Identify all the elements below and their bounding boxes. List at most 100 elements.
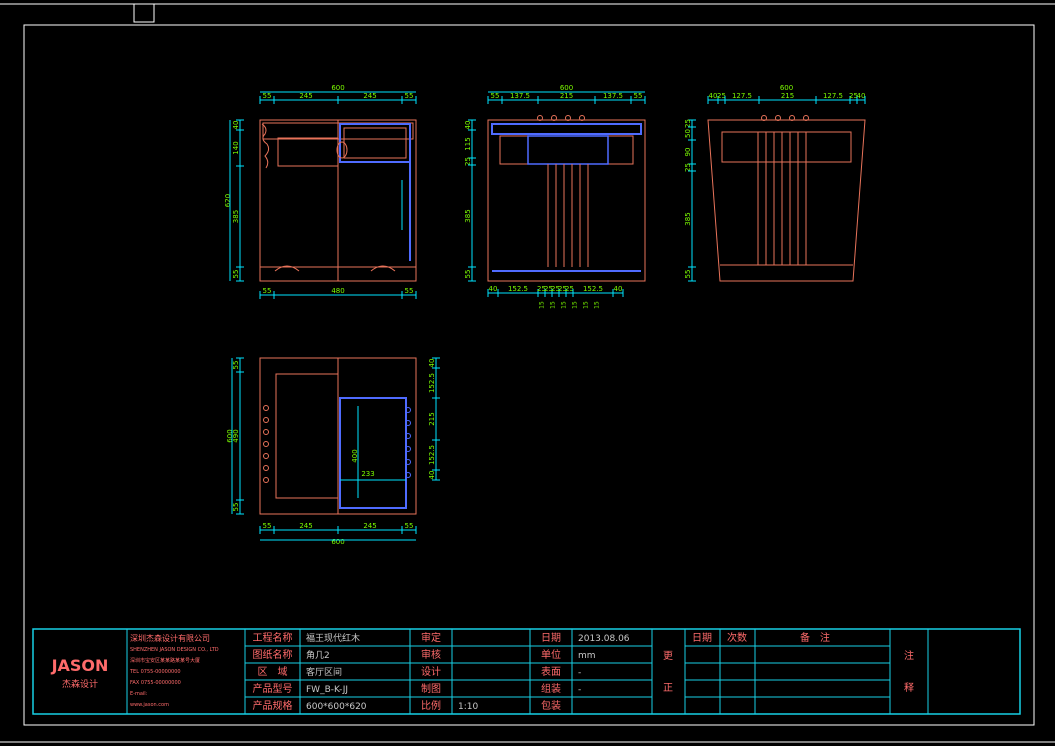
front-top-dim-value: 55 [263,92,272,100]
logo-subtitle: 杰森设计 [62,678,98,690]
plan-left-dim-value: 490 [232,429,240,442]
plan-left-half [275,373,339,499]
front-carved-panel [277,137,339,167]
side-bottom-dim-value: 25 [558,285,567,293]
back-top-dim-value: 127.5 [823,92,843,100]
titleblock-border [32,628,1021,715]
side-top-dim-value: 137.5 [603,92,623,100]
front-drawer-section [339,123,411,163]
side-bottom-dim-value: 25 [537,285,546,293]
tb-col2-label: 审核 [421,648,441,661]
company-info: www.jason.com [130,702,169,708]
tb-col1-value: 600*600*620 [306,702,367,712]
plan-inner-frame [339,397,407,509]
tb-col3-label: 组装 [541,682,561,695]
plan-hole-left [263,429,269,435]
side-top-dim-value: 215 [560,92,573,100]
side-bottom-dim-value: 152.5 [583,285,603,293]
back-top-panel [721,131,852,163]
back-top-dim-value: 25 [717,92,726,100]
side-panel-inner [527,135,609,165]
side-panel [499,135,634,165]
side-top-dim-value: 137.5 [510,92,530,100]
plan-right-dim-value: 152.5 [428,445,436,465]
back-top-dim-value: 40 [857,92,866,100]
side-bottom-sub: 15 [561,301,568,309]
tb-col1-value: FW_B-K-JJ [306,685,348,695]
inner-frame [23,24,1035,726]
back-top-total: 600 [780,84,793,92]
plan-right-dim-value: 152.5 [428,373,436,393]
plan-inner-w: 233 [361,470,374,478]
back-knob [803,115,809,121]
tb-col1-label: 产品规格 [253,699,293,712]
back-left-dim-value: 90 [684,148,692,157]
tb-col2-label: 设计 [421,665,441,678]
back-top-dim-value: 40 [709,92,718,100]
plan-bottom-dim-value: 245 [299,522,312,530]
tb-col3-label: 单位 [541,648,561,661]
front-top-dim-value: 55 [405,92,414,100]
company-info: SHENZHEN JASON DESIGN CO., LTD [130,647,219,653]
side-top-rail [491,123,642,135]
side-bottom-dim-value: 152.5 [508,285,528,293]
tb-col3-value: mm [578,651,596,661]
plan-hole-right [405,420,411,426]
side-outline [487,119,646,282]
plan-bottom-dim-value: 55 [263,522,272,530]
tb-col1-label: 区 域 [258,665,288,678]
tb-col3-value: - [578,685,581,695]
tb-col1-value: 角几2 [306,649,330,661]
plan-right-dim-value: 215 [428,412,436,425]
front-foot-carving [274,265,396,272]
side-left-dim-value: 25 [464,157,472,166]
side-knob [537,115,543,121]
revise-char: 正 [663,683,673,694]
side-bottom-dim-value: 25 [565,285,574,293]
back-top-dim-value: 127.5 [732,92,752,100]
side-bottom-sub: 15 [539,301,546,309]
side-knob [565,115,571,121]
plan-bottom-dim-value: 55 [405,522,414,530]
notes-char: 注 [904,649,914,662]
back-left-dim-value: 55 [684,270,692,279]
plan-hole-left [263,453,269,459]
back-outline [707,119,866,282]
ucs-marker [133,3,155,23]
rev-header-remark: 备 注 [800,631,830,644]
plan-hole-right [405,446,411,452]
side-bottom-dim-value: 40 [614,285,623,293]
front-carving-left [261,123,270,169]
notes-char: 释 [904,681,914,694]
back-top-dim-value: 215 [781,92,794,100]
side-bottom-sub: 15 [572,301,579,309]
side-top-dim-value: 55 [634,92,643,100]
front-top-dim-value: 245 [299,92,312,100]
side-bottom-sub: 15 [550,301,557,309]
rev-header-count: 次数 [727,631,747,644]
side-top-dim-value: 55 [491,92,500,100]
tb-col1-value: 客厅区间 [306,666,342,678]
tb-col1-label: 工程名称 [253,631,293,644]
front-bottom-dim-value: 480 [331,287,344,295]
tb-col3-value: - [578,668,581,678]
side-bottom-sub: 15 [594,301,601,309]
front-left-dim-value: 140 [232,141,240,154]
rev-header-date: 日期 [692,632,712,644]
plan-right-dim-value: 40 [428,359,436,368]
back-left-dim-value: 50 [684,129,692,138]
side-bottom-dim-value: 40 [489,285,498,293]
plan-bottom-total: 600 [331,538,344,546]
plan-inner-h: 400 [351,449,359,462]
plan-hole-right [405,433,411,439]
tb-col3-value: 2013.08.06 [578,634,630,644]
tb-col1-value: 福王现代红木 [306,632,360,644]
plan-left-total: 600 [226,429,234,442]
side-bottom-dim-value: 25 [551,285,560,293]
side-top-total: 600 [560,84,573,92]
